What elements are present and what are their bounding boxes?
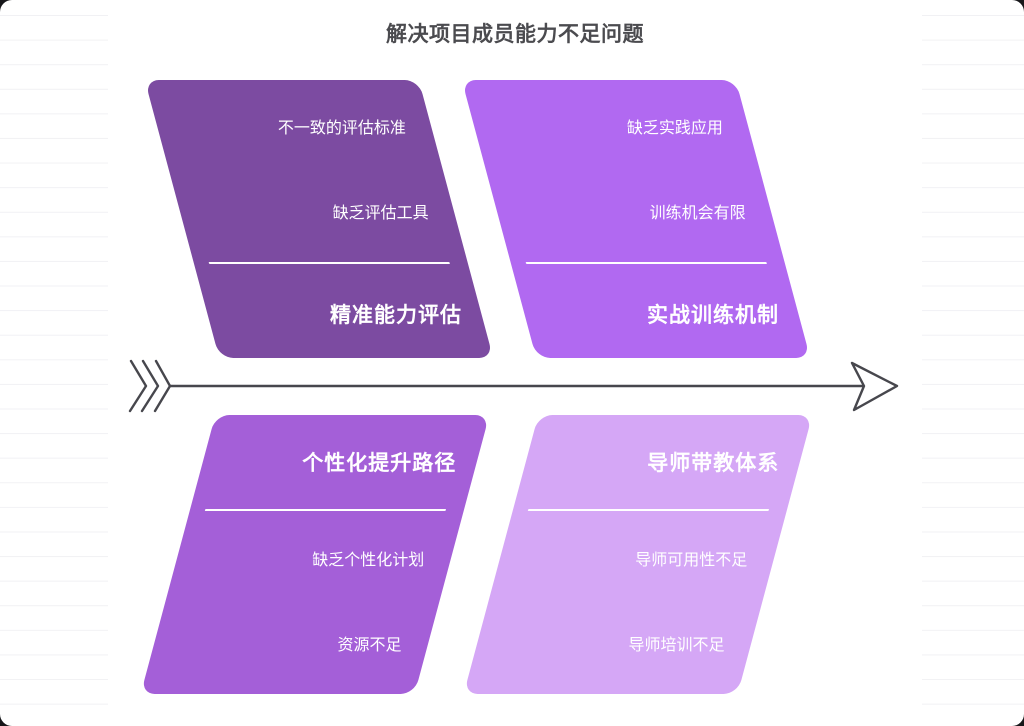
diagram-title: 解决项目成员能力不足问题 — [386, 23, 644, 46]
arrow-tail-chevron-icon — [140, 359, 160, 413]
arrow-head-icon — [850, 361, 899, 412]
arrow-tail-chevron-icon — [128, 359, 148, 413]
